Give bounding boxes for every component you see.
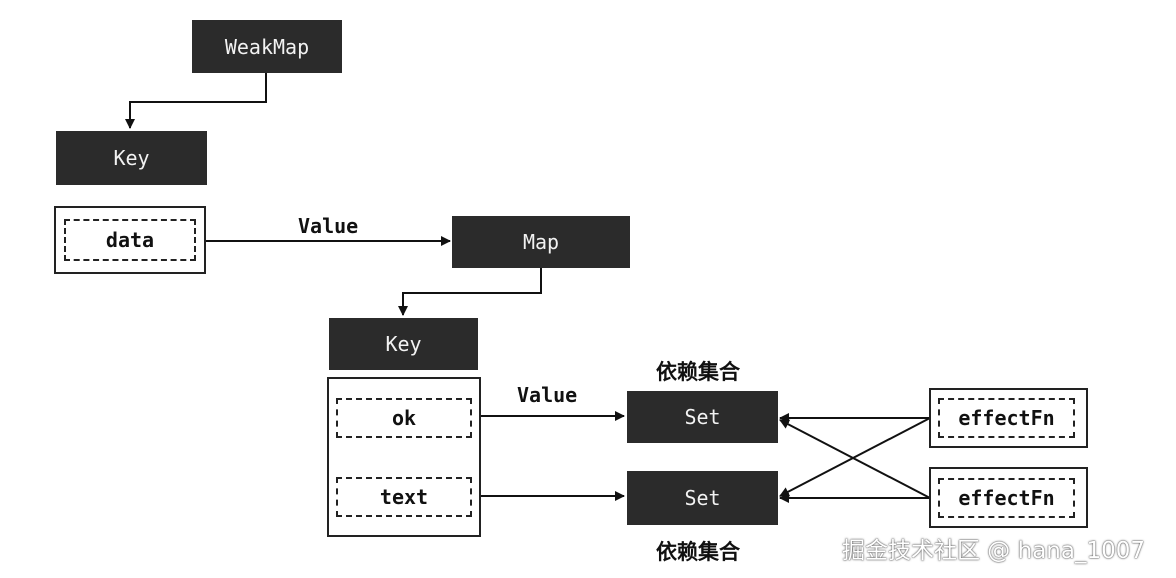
effectfn-container-bottom: effectFn (929, 467, 1088, 528)
ok-key-box: ok (336, 398, 472, 438)
dep-set-caption-bottom: 依赖集合 (656, 540, 740, 564)
effect-top-to-set-bottom-arrow (779, 417, 931, 497)
map-to-key-arrow (398, 268, 542, 316)
effectfn-box-bottom: effectFn (938, 478, 1075, 518)
value-label-mid: Value (517, 383, 578, 407)
watermark: 掘金技术社区 @ hana_1007 (842, 538, 1145, 564)
dep-set-caption-top: 依赖集合 (656, 360, 740, 384)
data-key-container: data (54, 206, 206, 274)
value-label-top: Value (298, 214, 359, 238)
key-node-mid: Key (329, 318, 478, 370)
effect-bottom-to-set-top-arrow (779, 419, 931, 499)
key-node-top: Key (56, 131, 207, 185)
set-node-top: Set (627, 391, 778, 443)
weakmap-node: WeakMap (192, 20, 342, 73)
key-values-container: ok text (327, 377, 481, 537)
effectfn-container-top: effectFn (929, 388, 1088, 448)
set-node-bottom: Set (627, 471, 778, 525)
weakmap-to-key-arrow (125, 73, 267, 129)
data-key-box: data (64, 219, 196, 261)
effectfn-box-top: effectFn (938, 398, 1075, 438)
text-key-box: text (336, 477, 472, 517)
map-node: Map (452, 216, 630, 268)
